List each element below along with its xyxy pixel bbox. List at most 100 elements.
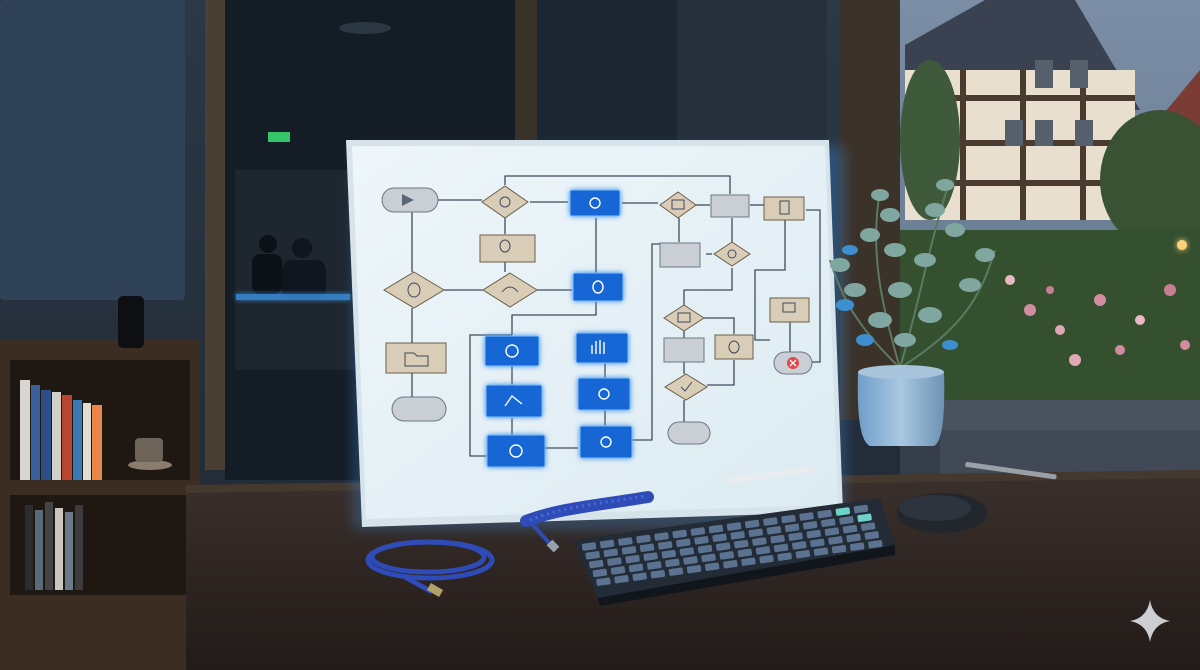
- keyboard-key: [726, 522, 742, 531]
- coiled-cable: [520, 491, 654, 553]
- glowing-table-edge: [236, 294, 350, 300]
- keyboard-key: [636, 534, 651, 544]
- keyboard-key: [737, 548, 753, 558]
- keyboard-key: [686, 564, 702, 574]
- keyboard-key: [744, 519, 760, 529]
- decision-diamond: [713, 241, 751, 267]
- database-icon: [728, 340, 740, 354]
- automation-step: [577, 377, 631, 411]
- keyboard-key: [639, 543, 655, 553]
- keyboard-key: [704, 562, 720, 571]
- keyboard-key: [592, 568, 608, 578]
- garden-lamp: [1177, 240, 1187, 250]
- keyboard-key: [788, 532, 803, 541]
- keyboard-key: [821, 518, 836, 528]
- keyboard-key: [799, 512, 814, 521]
- person-body: [282, 260, 326, 300]
- end-node: [391, 396, 447, 422]
- end-node: [667, 421, 711, 445]
- process-box: [479, 234, 536, 263]
- usb-connector: [426, 583, 444, 597]
- keyboard-key: [759, 554, 774, 564]
- pen: [965, 462, 1057, 480]
- keyboard-key: [723, 559, 738, 569]
- automation-step: [569, 189, 621, 217]
- keyboard-key: [581, 542, 597, 551]
- bookshelf: [0, 340, 200, 670]
- envelope-icon: [671, 199, 685, 210]
- process-box: [385, 342, 447, 374]
- database-search-icon: [499, 239, 511, 253]
- window-pane: [537, 0, 677, 150]
- error-x: [789, 359, 797, 367]
- hand-icon: [591, 340, 605, 354]
- keyboard-key: [657, 541, 673, 550]
- keyboard-key: [766, 526, 782, 535]
- flowchart: [411, 175, 821, 457]
- keyboard-key: [770, 534, 785, 544]
- door-frame: [205, 0, 225, 470]
- keyboard-key: [835, 507, 851, 516]
- phone-on-stand: [118, 296, 144, 348]
- keyboard-key: [734, 539, 749, 549]
- keyboard-key: [795, 549, 811, 559]
- automation-step: [579, 425, 633, 459]
- window-frame: [515, 0, 537, 150]
- keyboard-key: [621, 546, 637, 555]
- keyboard-key: [752, 537, 767, 546]
- keyboard-key: [784, 523, 800, 533]
- tree: [900, 60, 960, 220]
- flower-bed: [1005, 275, 1190, 366]
- keyboard-key: [625, 554, 640, 564]
- decision-diamond: [659, 191, 697, 219]
- keyboard-key: [697, 544, 713, 554]
- keyboard-key: [849, 542, 865, 551]
- keyboard-key: [719, 551, 734, 560]
- database-icon: [407, 282, 421, 298]
- step-icons: [504, 197, 612, 458]
- automation-step: [485, 384, 543, 418]
- keyboard-key: [777, 552, 792, 561]
- keyboard-key: [813, 547, 829, 556]
- gears-icon: [589, 197, 601, 209]
- automation-step: [575, 332, 629, 364]
- gear-icon: [505, 344, 519, 358]
- mouse-top: [899, 495, 971, 521]
- keyboard-key: [596, 577, 611, 586]
- keyboard-key: [846, 533, 861, 543]
- decision-diamond: [482, 272, 538, 308]
- ceiling-light: [339, 22, 391, 34]
- keyboard-key: [650, 569, 666, 579]
- monitor-icon: [782, 302, 796, 313]
- keyboard-key: [690, 527, 706, 536]
- keyboard-key: [730, 531, 745, 540]
- keyboard-key: [607, 557, 622, 566]
- gears-icon: [509, 444, 523, 458]
- keyboard-key: [802, 521, 818, 530]
- keyboard-key: [661, 549, 676, 559]
- keyboard-key: [781, 514, 796, 524]
- keyboard-key: [585, 551, 600, 560]
- mail-icon: [677, 312, 691, 323]
- decision-diamond: [663, 304, 705, 332]
- keyboard-key: [668, 567, 684, 576]
- keyboard-keys: [581, 504, 883, 586]
- person-silhouette: [292, 238, 312, 258]
- keyboard-key: [715, 542, 731, 551]
- half-timbered-house: [905, 0, 1140, 220]
- person-silhouette: [259, 235, 277, 253]
- keyboard-key: [792, 541, 807, 550]
- stylus: [726, 466, 814, 484]
- automation-step: [572, 272, 624, 302]
- gear-icon: [727, 249, 737, 259]
- gears-icon: [600, 436, 612, 448]
- process-box-grey: [663, 337, 705, 363]
- person-body: [252, 254, 282, 294]
- decision-diamond: [383, 271, 445, 309]
- cart-icon: [504, 394, 523, 407]
- folder-icon: [404, 352, 429, 367]
- database-icon: [592, 280, 604, 294]
- exit-sign: [268, 132, 290, 142]
- keyboard-key: [824, 527, 840, 536]
